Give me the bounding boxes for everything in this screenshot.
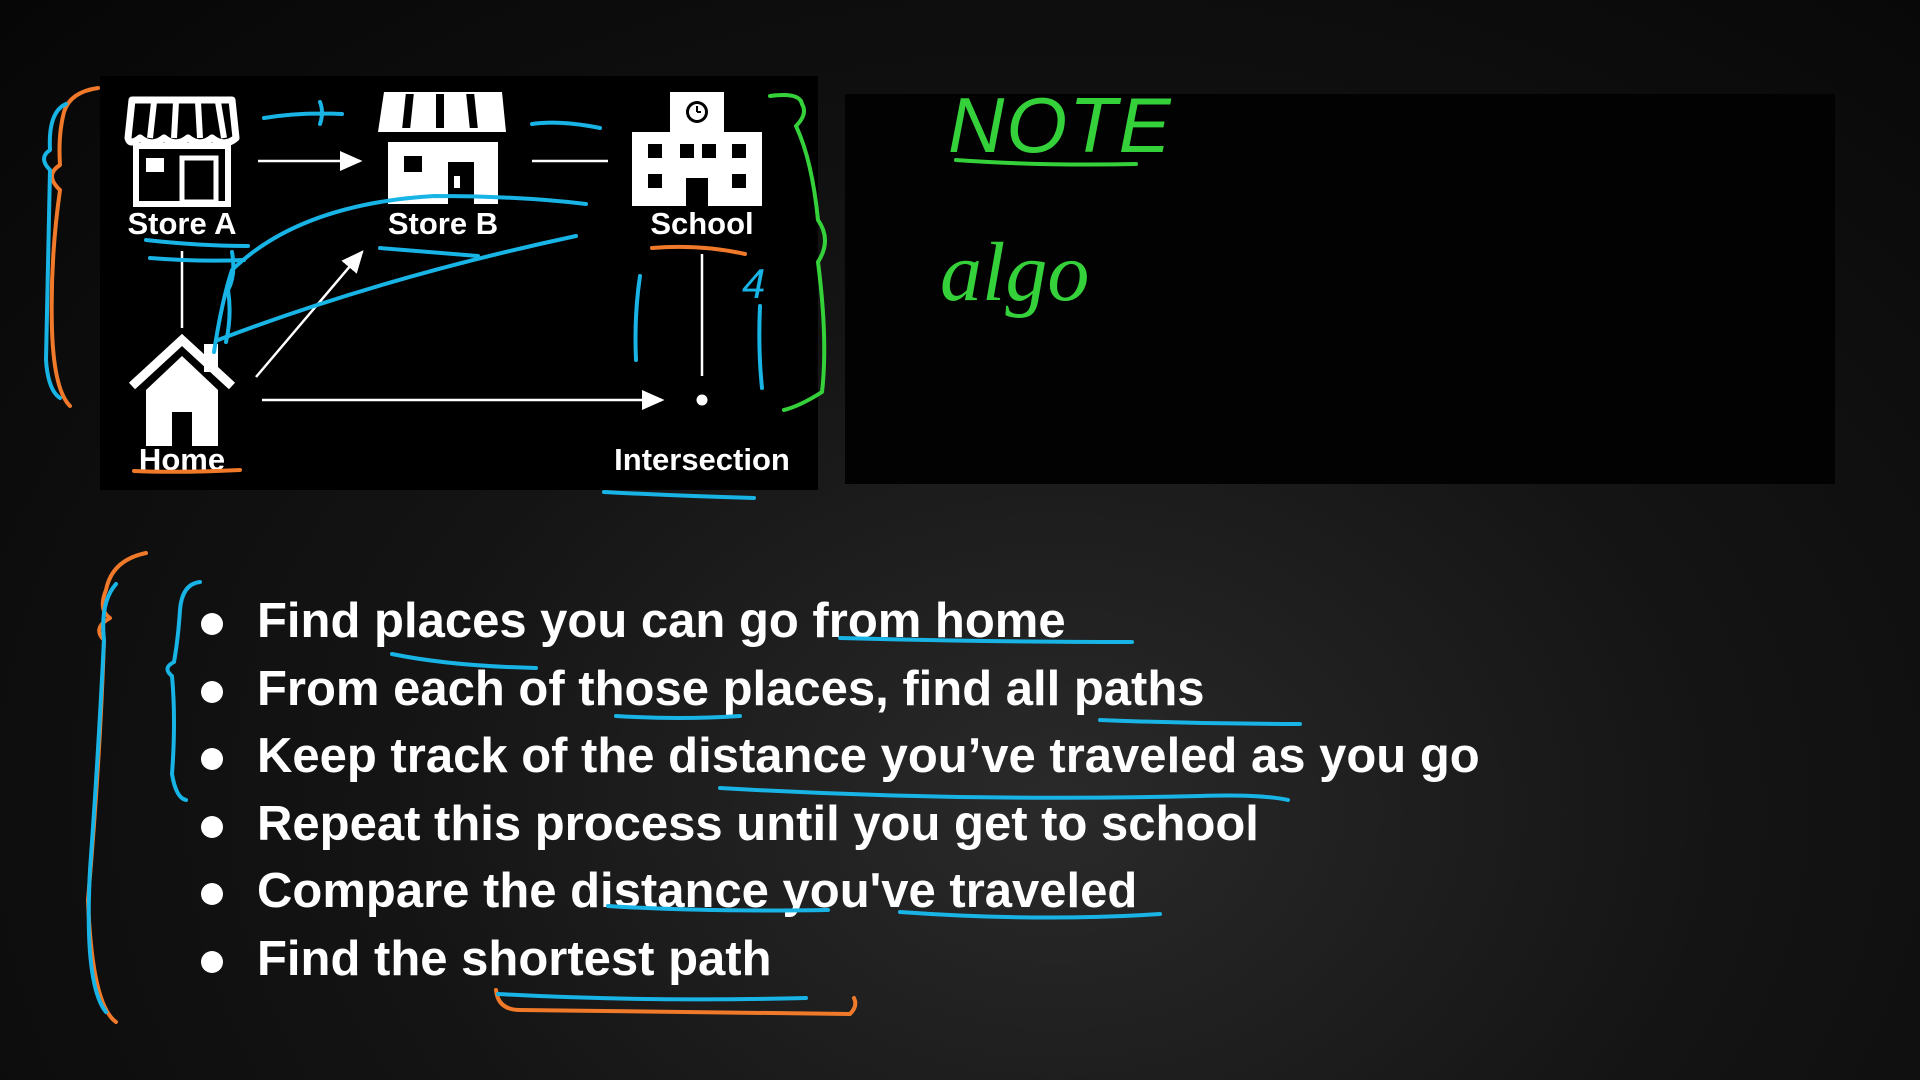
bullet-icon: [201, 815, 223, 838]
blue-underline-shortest-path: [496, 992, 808, 1002]
school-building-icon: [632, 92, 762, 206]
list-item: Find places you can go from home: [195, 588, 1480, 656]
house-icon: [128, 333, 236, 446]
blue-underline-intersection: [602, 490, 756, 500]
bullet-icon: [201, 748, 223, 770]
list-item: Find the shortest path: [195, 926, 1480, 994]
store-a-label: Store A: [127, 206, 237, 241]
home-label: Home: [138, 442, 226, 477]
list-item: Compare the distance you've traveled: [195, 858, 1480, 926]
step-text: Find the shortest path: [257, 931, 772, 986]
blue-brace-bottom: [86, 582, 118, 1014]
list-item: Keep track of the distance you’ve travel…: [195, 723, 1480, 791]
algorithm-steps-list: Find places you can go from home From ea…: [195, 588, 1480, 993]
note-panel: [845, 94, 1835, 484]
list-item: From each of those places, find all path…: [195, 656, 1480, 724]
step-text: Repeat this process until you get to sch…: [257, 796, 1259, 851]
diagram-graphics: [124, 92, 762, 446]
list-item: Repeat this process until you get to sch…: [195, 791, 1480, 859]
step-text: Find places you can go from home: [257, 594, 1066, 648]
orange-brace-top: [49, 86, 100, 408]
step-text: Keep track of the distance you’ve travel…: [257, 729, 1480, 783]
bullet-icon: [201, 950, 223, 973]
route-diagram: Store A Store B School Home Intersection: [100, 76, 818, 490]
bullet-icon: [201, 613, 223, 635]
step-text: Compare the distance you've traveled: [257, 864, 1138, 918]
store-b-icon: [378, 92, 506, 204]
store-a-icon: [124, 96, 240, 207]
school-label: School: [650, 206, 754, 241]
intersection-label: Intersection: [614, 442, 790, 477]
store-b-label: Store B: [387, 206, 499, 241]
bullet-icon: [201, 883, 223, 905]
bullet-icon: [201, 680, 223, 703]
intersection-dot: [696, 394, 708, 406]
step-text: From each of those places, find all path…: [257, 661, 1205, 716]
orange-brace-bottom: [86, 551, 148, 1024]
blue-brace-top: [42, 102, 68, 400]
edge-home-store-b: [255, 250, 364, 378]
orange-underline-shortest-path: [494, 988, 858, 1016]
